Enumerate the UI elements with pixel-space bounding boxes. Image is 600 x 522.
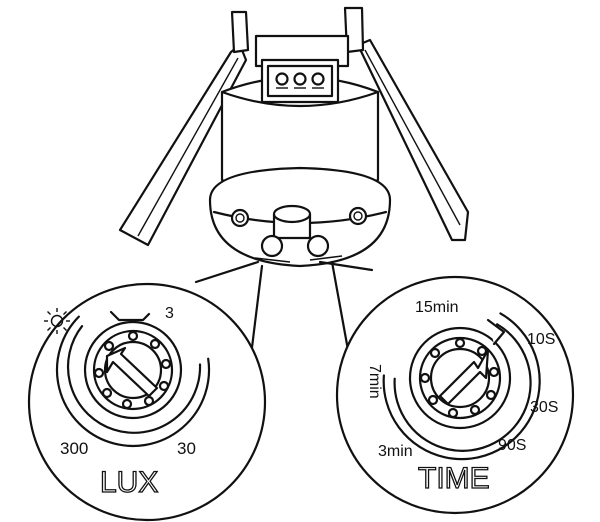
time-mark-bottom-left: 3min <box>378 443 413 460</box>
lux-mark-bottom-right: 30 <box>177 439 196 458</box>
sensor-body <box>208 34 392 268</box>
lux-arrow-indicator <box>105 346 159 398</box>
time-mark-top: 15min <box>415 299 459 316</box>
time-mark-bottom-right: 90S <box>498 437 526 454</box>
lux-dial <box>55 310 211 448</box>
sun-icon <box>44 308 70 334</box>
left-spring-clip <box>118 10 250 247</box>
time-knob <box>306 234 330 258</box>
lux-mark-bottom-left: 300 <box>60 439 88 458</box>
lux-mark-top: 3 <box>165 305 174 322</box>
time-mark-right: 30S <box>530 399 558 416</box>
time-dial <box>382 312 541 461</box>
lux-knob <box>260 234 284 258</box>
time-arrow-indicator <box>438 348 490 406</box>
terminal-screws <box>266 64 334 98</box>
lux-title: LUX <box>100 466 158 499</box>
time-mark-upper-right: 10S <box>527 331 555 348</box>
sensor-lens <box>272 204 312 240</box>
time-title: TIME <box>418 462 490 495</box>
time-mark-left: 7min <box>366 364 383 399</box>
